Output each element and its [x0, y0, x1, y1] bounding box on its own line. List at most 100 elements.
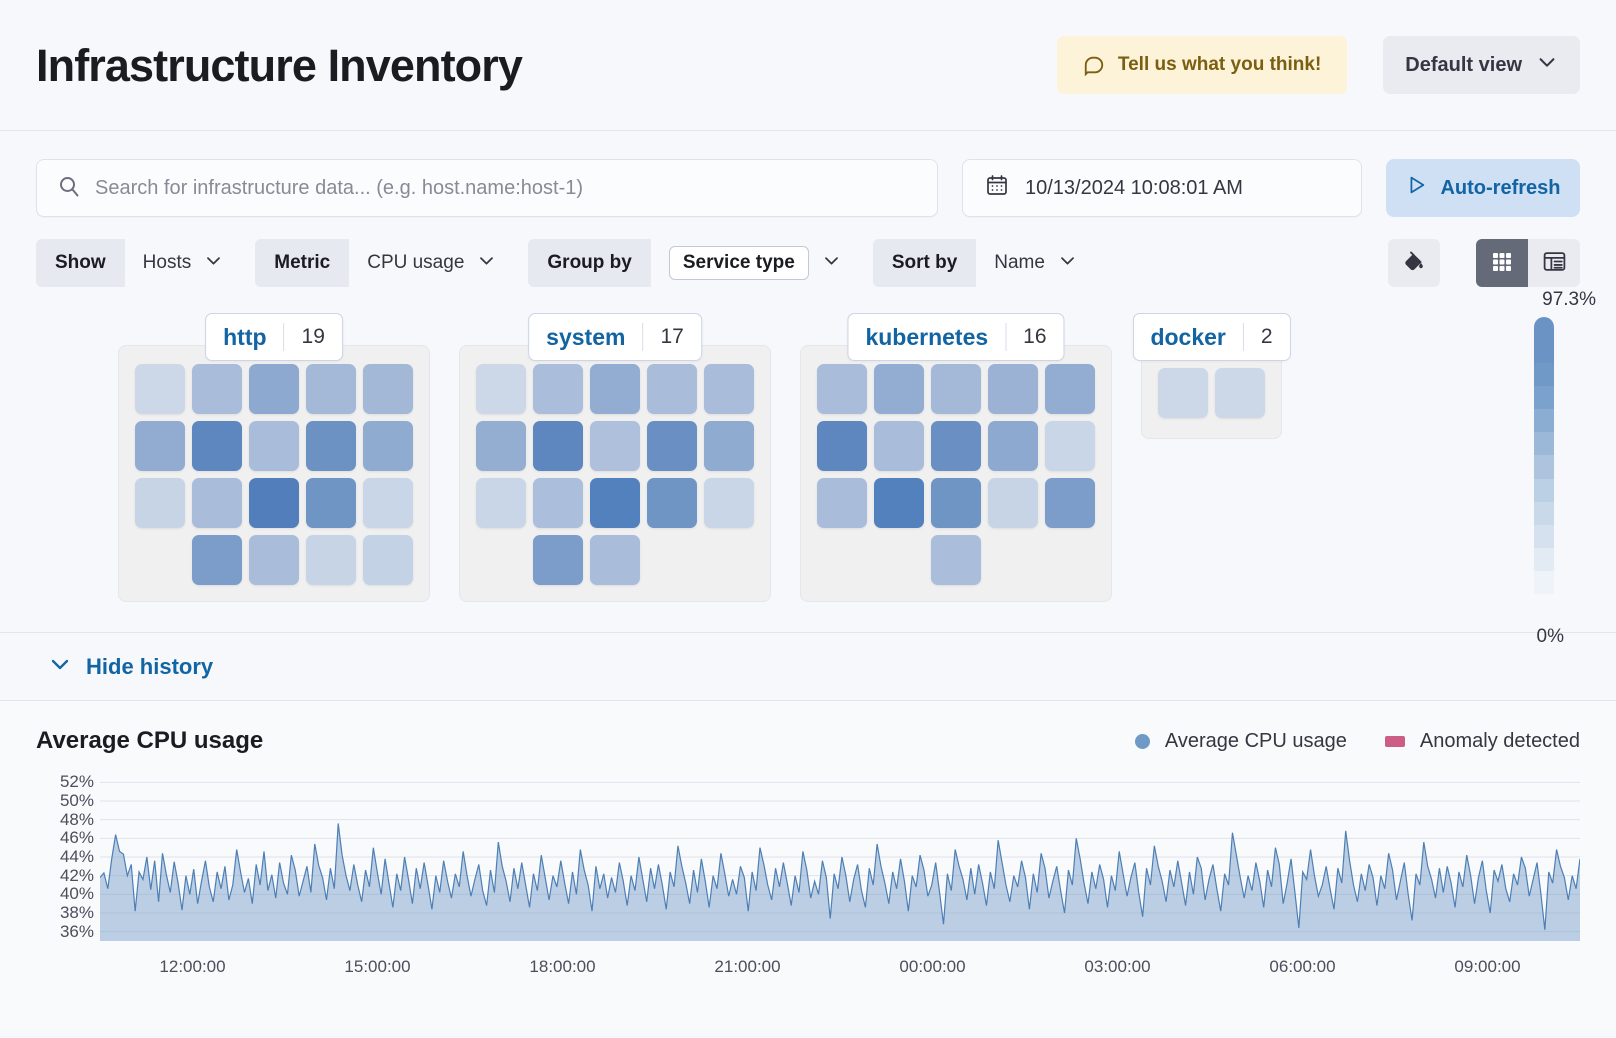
waffle-cell[interactable]	[533, 421, 583, 471]
waffle-cell[interactable]	[533, 364, 583, 414]
legend-segment	[1534, 409, 1554, 433]
feedback-button[interactable]: Tell us what you think!	[1056, 36, 1348, 94]
waffle-cell[interactable]	[647, 364, 697, 414]
waffle-cell[interactable]	[704, 478, 754, 528]
waffle-cell[interactable]	[476, 364, 526, 414]
waffle-cell[interactable]	[192, 478, 242, 528]
waffle-cell[interactable]	[931, 421, 981, 471]
waffle-cell[interactable]	[363, 535, 413, 585]
waffle-cell[interactable]	[306, 421, 356, 471]
waffle-cell[interactable]	[988, 364, 1038, 414]
waffle-cell[interactable]	[988, 478, 1038, 528]
date-picker[interactable]: 10/13/2024 10:08:01 AM	[962, 159, 1362, 217]
filter-sort-by-value[interactable]: Name	[976, 239, 1095, 287]
chart-plot-area[interactable]	[100, 773, 1580, 941]
search-input[interactable]: Search for infrastructure data... (e.g. …	[36, 159, 938, 217]
waffle-cell[interactable]	[817, 478, 867, 528]
legend-segment	[1534, 524, 1554, 548]
default-view-button[interactable]: Default view	[1383, 36, 1580, 94]
waffle-cell[interactable]	[306, 478, 356, 528]
waffle-cell[interactable]	[704, 421, 754, 471]
waffle-cell[interactable]	[192, 364, 242, 414]
filter-group-by-value-text: Service type	[668, 246, 809, 280]
table-view-icon-button[interactable]	[1528, 239, 1580, 287]
chevron-down-icon	[1058, 251, 1077, 276]
waffle-cell[interactable]	[249, 364, 299, 414]
waffle-cell[interactable]	[931, 535, 981, 585]
waffle-cell[interactable]	[590, 478, 640, 528]
waffle-cell[interactable]	[192, 535, 242, 585]
legend-segment	[1534, 340, 1554, 364]
waffle-cell[interactable]	[874, 478, 924, 528]
waffle-cell[interactable]	[249, 478, 299, 528]
grid-view-icon-button[interactable]	[1476, 239, 1528, 287]
group-name: kubernetes	[865, 323, 989, 350]
waffle-cell[interactable]	[1215, 368, 1265, 418]
waffle-cell[interactable]	[135, 421, 185, 471]
auto-refresh-button[interactable]: Auto-refresh	[1386, 159, 1580, 217]
filter-group-by[interactable]: Group by Service type	[528, 239, 858, 287]
table-view-icon	[1542, 249, 1567, 277]
hide-history-toggle[interactable]: Hide history	[0, 633, 1616, 701]
waffle-cell[interactable]	[476, 478, 526, 528]
history-chart-panel: Average CPU usage Average CPU usage Anom…	[0, 701, 1616, 1031]
filter-sort-by-value-text: Name	[994, 252, 1045, 273]
waffle-cell[interactable]	[874, 421, 924, 471]
waffle-cell[interactable]	[306, 535, 356, 585]
waffle-cell[interactable]	[363, 421, 413, 471]
waffle-cell[interactable]	[931, 364, 981, 414]
waffle-cell[interactable]	[249, 535, 299, 585]
chart-area-fill	[100, 823, 1580, 941]
filter-show[interactable]: Show Hosts	[36, 239, 241, 287]
waffle-cell[interactable]	[874, 364, 924, 414]
legend-segment	[1534, 432, 1554, 456]
waffle-cell[interactable]	[192, 421, 242, 471]
filter-show-value[interactable]: Hosts	[125, 239, 242, 287]
x-axis-tick: 03:00:00	[1084, 957, 1151, 976]
waffle-cell[interactable]	[135, 364, 185, 414]
feedback-label: Tell us what you think!	[1117, 54, 1322, 75]
x-axis-tick: 09:00:00	[1454, 957, 1521, 976]
waffle-cell[interactable]	[590, 364, 640, 414]
waffle-cell[interactable]	[590, 535, 640, 585]
waffle-cell[interactable]	[817, 364, 867, 414]
waffle-cell[interactable]	[931, 478, 981, 528]
chart-y-axis: 52%50%48%46%44%42%40%38%36%	[36, 772, 100, 941]
filter-metric[interactable]: Metric CPU usage	[255, 239, 514, 287]
waffle-cell[interactable]	[647, 421, 697, 471]
hide-history-label: Hide history	[86, 653, 214, 679]
waffle-cell[interactable]	[1045, 364, 1095, 414]
legend-label: Average CPU usage	[1164, 729, 1347, 752]
page-title: Infrastructure Inventory	[36, 39, 523, 91]
waffle-cell[interactable]	[363, 364, 413, 414]
waffle-cell[interactable]	[988, 421, 1038, 471]
waffle-cell[interactable]	[249, 421, 299, 471]
waffle-cell[interactable]	[1158, 368, 1208, 418]
legend-square-icon	[1384, 735, 1405, 747]
waffle-cell[interactable]	[817, 421, 867, 471]
waffle-cell[interactable]	[590, 421, 640, 471]
filter-sort-by[interactable]: Sort by Name	[872, 239, 1095, 287]
waffle-cell[interactable]	[1045, 478, 1095, 528]
waffle-cell[interactable]	[533, 535, 583, 585]
waffle-cell[interactable]	[647, 478, 697, 528]
filter-metric-value[interactable]: CPU usage	[349, 239, 514, 287]
chart-header: Average CPU usage Average CPU usage Anom…	[36, 727, 1580, 755]
waffle-cell[interactable]	[533, 478, 583, 528]
waffle-cell[interactable]	[1045, 421, 1095, 471]
view-mode-toggle[interactable]	[1476, 239, 1580, 287]
waffle-cell[interactable]	[476, 421, 526, 471]
waffle-cell[interactable]	[306, 364, 356, 414]
filter-group-by-value[interactable]: Service type	[651, 239, 859, 287]
waffle-cell[interactable]	[704, 364, 754, 414]
x-axis-tick: 18:00:00	[529, 957, 596, 976]
color-fill-icon-button[interactable]	[1388, 239, 1440, 287]
waffle-cell[interactable]	[135, 478, 185, 528]
waffle-cell[interactable]	[363, 478, 413, 528]
